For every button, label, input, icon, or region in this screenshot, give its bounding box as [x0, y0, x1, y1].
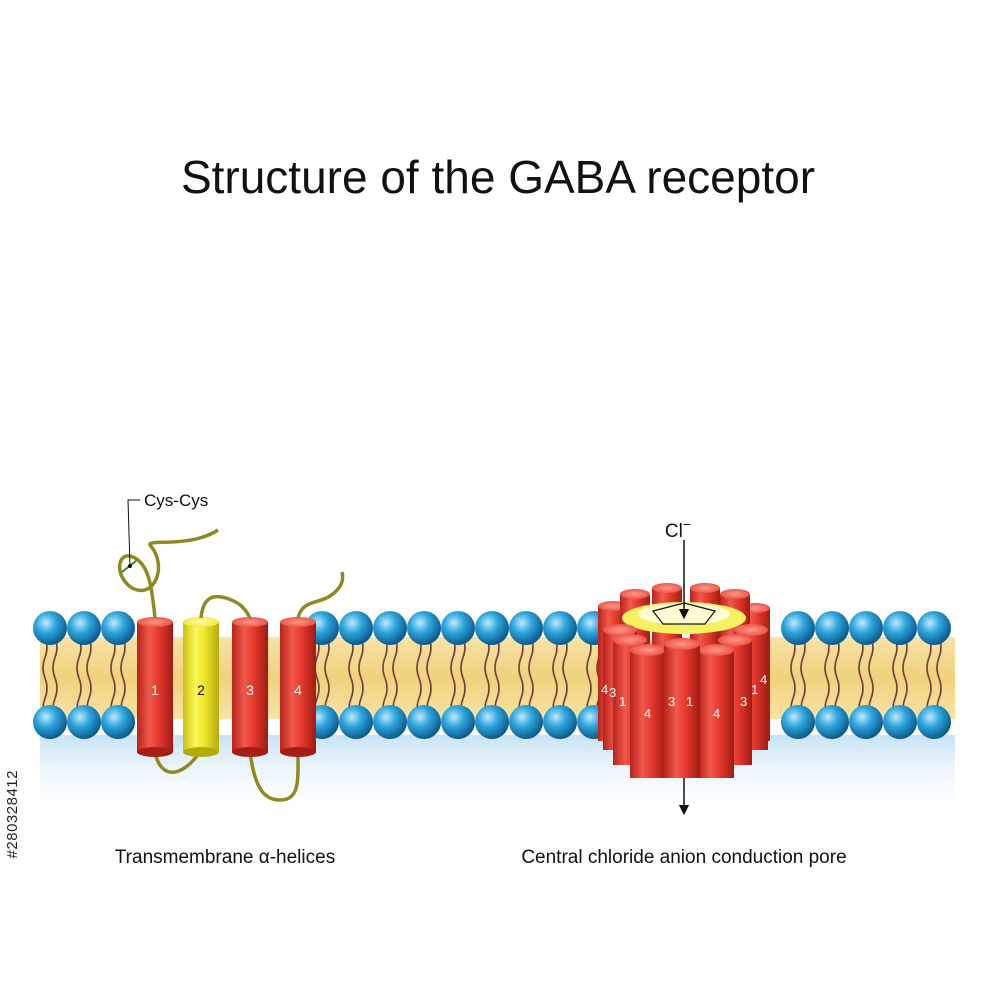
chloride-charge: − — [683, 516, 691, 532]
lipid-head — [815, 705, 849, 739]
lipid-head — [339, 611, 373, 645]
chloride-label: Cl− — [665, 516, 691, 542]
n-terminal-domain — [117, 528, 219, 619]
pore-front-helices — [603, 624, 768, 778]
lipid-head — [883, 705, 917, 739]
lipid-head — [407, 611, 441, 645]
helices-caption: Transmembrane α-helices — [115, 847, 335, 868]
pore-helix-front-2-top — [734, 624, 768, 636]
helix-2-body — [183, 622, 219, 752]
side-code-text: #280328412 — [4, 770, 21, 859]
lipid-head — [917, 611, 951, 645]
lipid-head — [475, 611, 509, 645]
intracellular-loops — [153, 750, 300, 802]
pore-caption: Central chloride anion conduction pore — [521, 847, 846, 868]
chloride-symbol: Cl — [665, 521, 683, 542]
helix-2-bottom — [183, 747, 219, 757]
helix-1-bottom — [137, 747, 173, 757]
lipid-head — [101, 705, 135, 739]
lipid-head — [67, 705, 101, 739]
lipid-head — [339, 705, 373, 739]
lipid-head — [33, 611, 67, 645]
lipid-head — [67, 611, 101, 645]
helix-3: 3 — [232, 617, 268, 757]
chloride-pore-complex: 4 3 1 4 3 1 4 3 1 4 — [598, 583, 770, 778]
pore-helix-back-4-top — [720, 589, 750, 599]
pore-pentagon — [651, 602, 717, 625]
extracellular-loops — [117, 528, 345, 619]
pore-helix-front-1-top — [603, 624, 637, 636]
helix-2-number: 2 — [197, 682, 205, 698]
helix-2: 2 — [183, 617, 219, 757]
pore-helix-front-5 — [630, 650, 666, 778]
pore-helix-front-7 — [664, 644, 700, 778]
lipid-head — [815, 611, 849, 645]
pore-number-7: 3 — [740, 694, 747, 709]
c-terminal-tail — [296, 571, 345, 619]
pore-number-1: 3 — [609, 685, 616, 700]
lipid-head — [441, 705, 475, 739]
helix-2-top — [183, 617, 219, 627]
pore-helix-back-6-top — [690, 583, 720, 593]
pore-number-5: 1 — [686, 694, 693, 709]
lipid-head — [33, 705, 67, 739]
pore-number-8: 1 — [751, 682, 758, 697]
pore-numbers: 4 3 1 4 3 1 4 3 1 4 — [601, 672, 767, 721]
pore-helix-front-3-top — [613, 634, 647, 646]
lipid-head — [101, 611, 135, 645]
lipid-head — [475, 705, 509, 739]
pore-number-2: 1 — [619, 694, 626, 709]
lipid-head — [543, 705, 577, 739]
diagram-title: Structure of the GABA receptor — [181, 151, 815, 203]
helix-3-bottom — [232, 747, 268, 757]
pore-number-3: 4 — [644, 706, 651, 721]
helix-4-top — [280, 617, 316, 627]
pore-helix-front-4-top — [718, 634, 752, 646]
pore-helix-back-5-top — [652, 583, 682, 593]
lipid-head — [781, 611, 815, 645]
helix-3-number: 3 — [246, 682, 254, 698]
helix-4-body — [280, 622, 316, 752]
transmembrane-helices: 1 2 3 4 — [137, 617, 316, 757]
helix-4-number: 4 — [294, 682, 302, 698]
helix-1-top — [137, 617, 173, 627]
pore-helix-front-6-top — [698, 644, 734, 656]
helix-4-bottom — [280, 747, 316, 757]
cytoplasm-region — [40, 735, 955, 820]
loop-1-2 — [153, 750, 202, 774]
pore-helix-front-7-top — [664, 638, 700, 650]
cys-cys-label: Cys-Cys — [144, 491, 208, 510]
lipid-head — [509, 705, 543, 739]
pore-helix-back-3-top — [620, 589, 650, 599]
lipid-heads — [33, 611, 951, 739]
pore-number-0: 4 — [601, 682, 608, 697]
helix-1: 1 — [137, 617, 173, 757]
lipid-head — [543, 611, 577, 645]
helix-1-number: 1 — [151, 682, 159, 698]
pore-number-4: 3 — [668, 694, 675, 709]
lipid-head — [441, 611, 475, 645]
helix-4: 4 — [280, 617, 316, 757]
pore-helix-front-5-top — [630, 644, 666, 656]
helix-3-top — [232, 617, 268, 627]
pore-number-9: 4 — [760, 672, 767, 687]
lipid-head — [509, 611, 543, 645]
loop-2-3 — [199, 594, 252, 619]
lipid-head — [849, 611, 883, 645]
lipid-head — [781, 705, 815, 739]
lipid-head — [407, 705, 441, 739]
lipid-head — [373, 705, 407, 739]
lipid-head — [373, 611, 407, 645]
lipid-head — [917, 705, 951, 739]
pore-helix-front-6 — [698, 650, 734, 778]
lipid-head — [883, 611, 917, 645]
helix-1-body — [137, 622, 173, 752]
cys-leader-line — [127, 499, 140, 567]
lipid-head — [849, 705, 883, 739]
pore-number-6: 4 — [713, 706, 720, 721]
loop-3-4 — [248, 751, 300, 802]
helix-3-body — [232, 622, 268, 752]
